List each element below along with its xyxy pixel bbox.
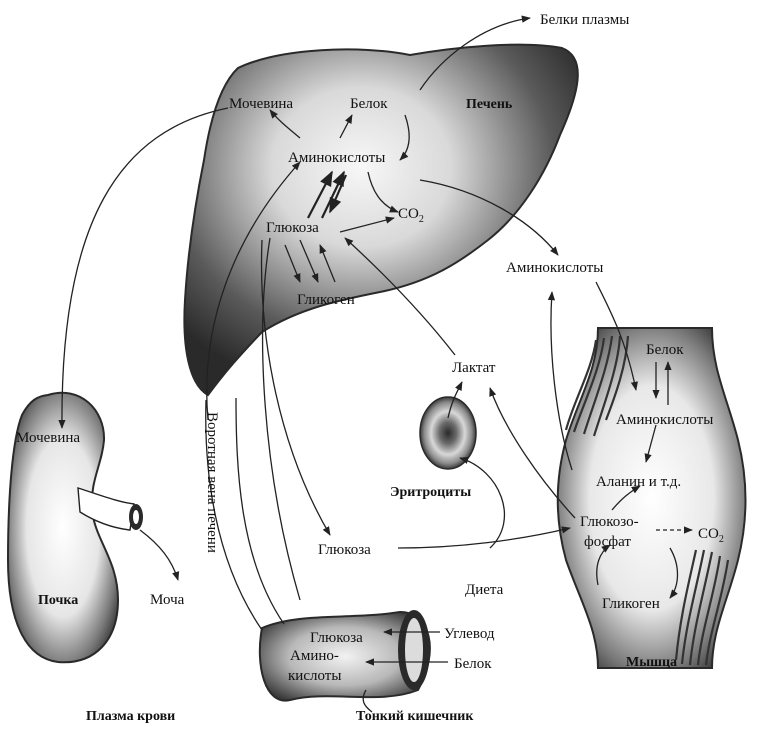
label-co2-liver: CO2: [398, 206, 424, 225]
label-erythrocytes: Эритроциты: [390, 485, 471, 500]
label-carbohydrate: Углевод: [444, 626, 495, 642]
label-small-intestine: Тонкий кишечник: [356, 709, 474, 724]
label-co2-muscle: CO2: [698, 526, 724, 545]
liver-shape: [183, 43, 579, 397]
label-glucose6p-line1: Глюкозо-: [580, 514, 639, 530]
label-amino-acids-muscle: Аминокислоты: [616, 412, 713, 428]
label-protein-intestine: Белок: [454, 656, 492, 672]
label-protein-liver: Белок: [350, 96, 388, 112]
pathway-arrows: [58, 15, 693, 713]
label-muscle: Мышца: [626, 655, 677, 670]
label-alanine: Аланин и т.д.: [596, 474, 681, 490]
label-amino-acids-plasma: Аминокислоты: [506, 260, 603, 276]
ureter-tube: [77, 487, 135, 531]
muscle-shape: [556, 327, 747, 669]
label-lactate: Лактат: [452, 360, 496, 376]
erythrocyte-cell: [419, 396, 477, 470]
label-glucose6p-line2: фосфат: [584, 534, 631, 550]
label-glucose-plasma: Глюкоза: [318, 542, 371, 558]
label-glucose-intestine: Глюкоза: [310, 630, 363, 646]
portal-vein: [205, 399, 263, 631]
label-amino-line2: кислоты: [288, 668, 341, 684]
label-kidney: Почка: [38, 593, 78, 608]
label-urea-kidney: Мочевина: [16, 430, 80, 446]
label-diet: Диета: [465, 582, 504, 598]
label-portal-vein: Воротная вена печени: [204, 412, 220, 553]
label-amino-line1: Амино-: [290, 648, 339, 664]
label-urine: Моча: [150, 592, 185, 608]
muscle-fibers: [564, 335, 730, 666]
label-glycogen-liver: Гликоген: [297, 292, 355, 308]
kidney-shape: [6, 391, 120, 664]
label-blood-plasma: Плазма крови: [86, 709, 175, 724]
label-urea-liver: Мочевина: [229, 96, 293, 112]
label-liver: Печень: [466, 97, 513, 112]
label-plasma-proteins: Белки плазмы: [540, 12, 629, 28]
label-glucose-liver: Глюкоза: [266, 220, 319, 236]
label-amino-acids-liver: Аминокислоты: [288, 150, 385, 166]
label-glycogen-muscle: Гликоген: [602, 596, 660, 612]
label-protein-muscle: Белок: [646, 342, 684, 358]
